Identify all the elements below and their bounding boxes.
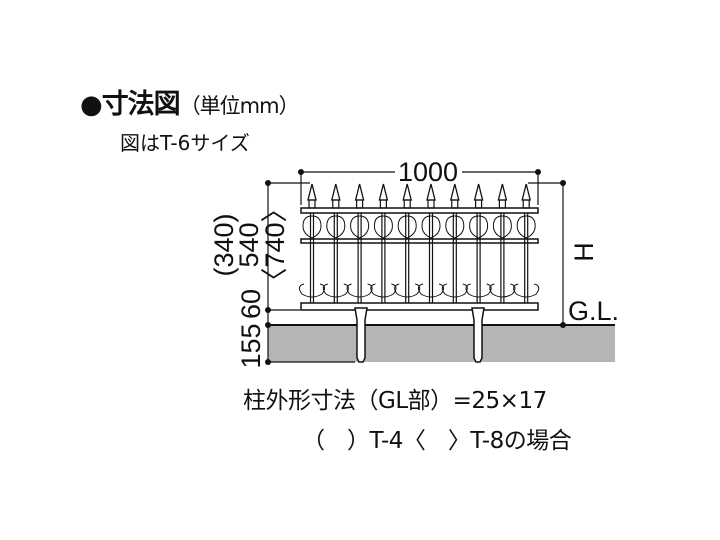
panel-height-t8: 〈740〉 — [260, 195, 290, 294]
unit-text: （単位mm） — [179, 94, 300, 118]
panel-height-t6: 540 — [234, 222, 264, 267]
width-dimension: 1000 — [398, 157, 458, 187]
dimension-lines — [267, 171, 564, 363]
post-size-note: 柱外形寸法（GL部）=25×17 — [243, 388, 547, 414]
title-text: 寸法図 — [101, 89, 181, 120]
height-label: H — [569, 242, 599, 262]
bullet-icon: ● — [80, 90, 103, 120]
section-title: ●寸法図（単位mm） — [80, 82, 300, 121]
ground — [268, 325, 615, 362]
size-variant-note: （ ）T-4〈 〉T-8の場合 — [302, 428, 572, 454]
embed-depth-dimension: 155 — [236, 323, 266, 368]
clearance-dimension: 60 — [236, 289, 266, 319]
dimension-dots — [265, 169, 566, 365]
picket — [513, 183, 540, 303]
picket — [417, 183, 445, 303]
ground-level-label: G.L. — [568, 296, 619, 326]
picket — [394, 183, 421, 303]
picket — [489, 183, 516, 303]
fence-panel — [298, 183, 540, 363]
picket — [465, 183, 492, 303]
picket — [370, 183, 397, 303]
panel-height-t4: (340) — [209, 213, 239, 276]
picket — [322, 183, 349, 303]
subtitle: 図はT-6サイズ — [120, 131, 250, 155]
post — [471, 307, 485, 363]
post — [354, 307, 368, 363]
picket — [298, 183, 326, 303]
picket — [441, 183, 468, 303]
picket — [346, 183, 373, 303]
